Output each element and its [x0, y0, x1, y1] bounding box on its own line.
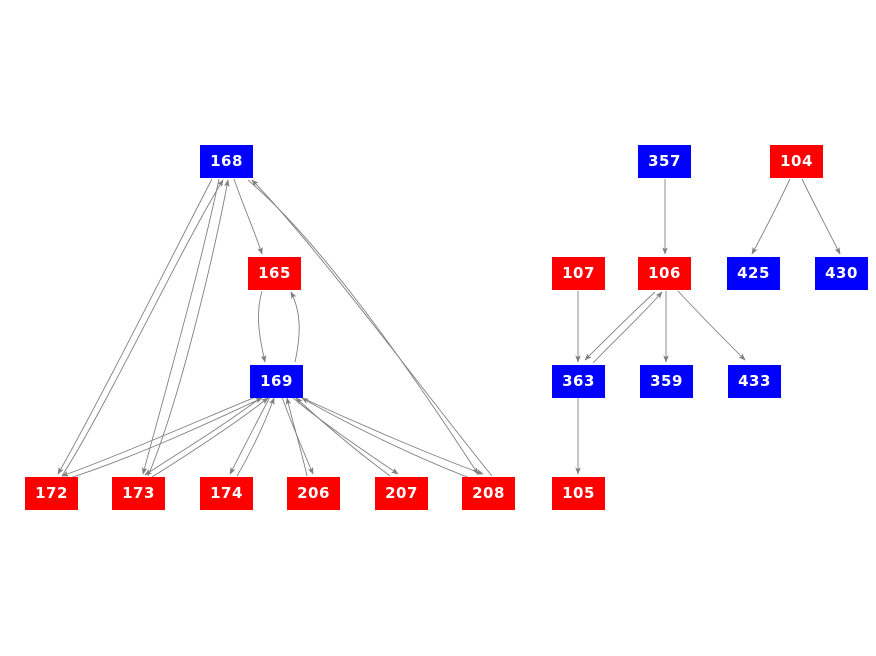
edge-208-to-169 [301, 397, 471, 479]
edge-207-to-169 [295, 397, 391, 477]
graph-node-107[interactable]: 107 [552, 257, 605, 290]
edge-168-to-208 [247, 179, 479, 475]
edge-169-to-173 [144, 395, 264, 476]
node-label-168: 168 [210, 152, 243, 170]
node-label-433: 433 [738, 372, 771, 390]
graph-node-173[interactable]: 173 [112, 477, 165, 510]
node-label-105: 105 [562, 484, 595, 502]
edge-169-to-207 [291, 396, 399, 475]
edge-168-to-173 [141, 178, 220, 475]
graph-node-430[interactable]: 430 [815, 257, 868, 290]
edge-208-to-168 [251, 179, 493, 477]
edge-106-to-433 [677, 290, 746, 361]
graph-node-106[interactable]: 106 [638, 257, 691, 290]
edge-169-to-172 [61, 395, 259, 477]
node-label-206: 206 [297, 484, 330, 502]
graph-node-208[interactable]: 208 [462, 477, 515, 510]
node-label-107: 107 [562, 264, 595, 282]
graph-node-207[interactable]: 207 [375, 477, 428, 510]
edge-174-to-169 [236, 397, 275, 477]
graph-node-104[interactable]: 104 [770, 145, 823, 178]
graph-node-174[interactable]: 174 [200, 477, 253, 510]
graph-node-359[interactable]: 359 [640, 365, 693, 398]
graph-node-168[interactable]: 168 [200, 145, 253, 178]
edge-169-to-174 [229, 396, 271, 475]
node-label-425: 425 [737, 264, 770, 282]
node-label-173: 173 [122, 484, 155, 502]
edge-106-to-363 [584, 291, 656, 361]
edge-104-to-430 [801, 178, 841, 255]
edge-169-to-208 [297, 395, 484, 475]
edge-172-to-169 [69, 397, 263, 479]
graph-node-433[interactable]: 433 [728, 365, 781, 398]
graph-node-206[interactable]: 206 [287, 477, 340, 510]
node-label-208: 208 [472, 484, 505, 502]
edge-169-to-165 [290, 291, 300, 363]
graph-node-169[interactable]: 169 [250, 365, 303, 398]
edge-168-to-165 [233, 178, 263, 255]
edge-104-to-425 [751, 178, 791, 255]
edge-173-to-168 [147, 179, 230, 477]
edge-165-to-169 [258, 290, 267, 363]
node-label-172: 172 [35, 484, 68, 502]
node-label-430: 430 [825, 264, 858, 282]
edge-group [57, 178, 841, 479]
node-label-363: 363 [562, 372, 595, 390]
graph-node-357[interactable]: 357 [638, 145, 691, 178]
node-label-174: 174 [210, 484, 243, 502]
edge-172-to-168 [61, 179, 224, 477]
node-label-359: 359 [650, 372, 683, 390]
edge-168-to-172 [57, 178, 213, 475]
graph-node-165[interactable]: 165 [248, 257, 301, 290]
graph-node-363[interactable]: 363 [552, 365, 605, 398]
graph-node-425[interactable]: 425 [727, 257, 780, 290]
edge-169-to-206 [281, 396, 314, 475]
node-label-357: 357 [648, 152, 681, 170]
edge-363-to-106 [592, 291, 663, 364]
edge-206-to-169 [285, 397, 308, 477]
node-label-207: 207 [385, 484, 418, 502]
node-label-165: 165 [258, 264, 291, 282]
graph-node-172[interactable]: 172 [25, 477, 78, 510]
node-label-169: 169 [260, 372, 293, 390]
edge-173-to-169 [151, 397, 269, 478]
node-label-106: 106 [648, 264, 681, 282]
node-label-104: 104 [780, 152, 813, 170]
graph-node-105[interactable]: 105 [552, 477, 605, 510]
